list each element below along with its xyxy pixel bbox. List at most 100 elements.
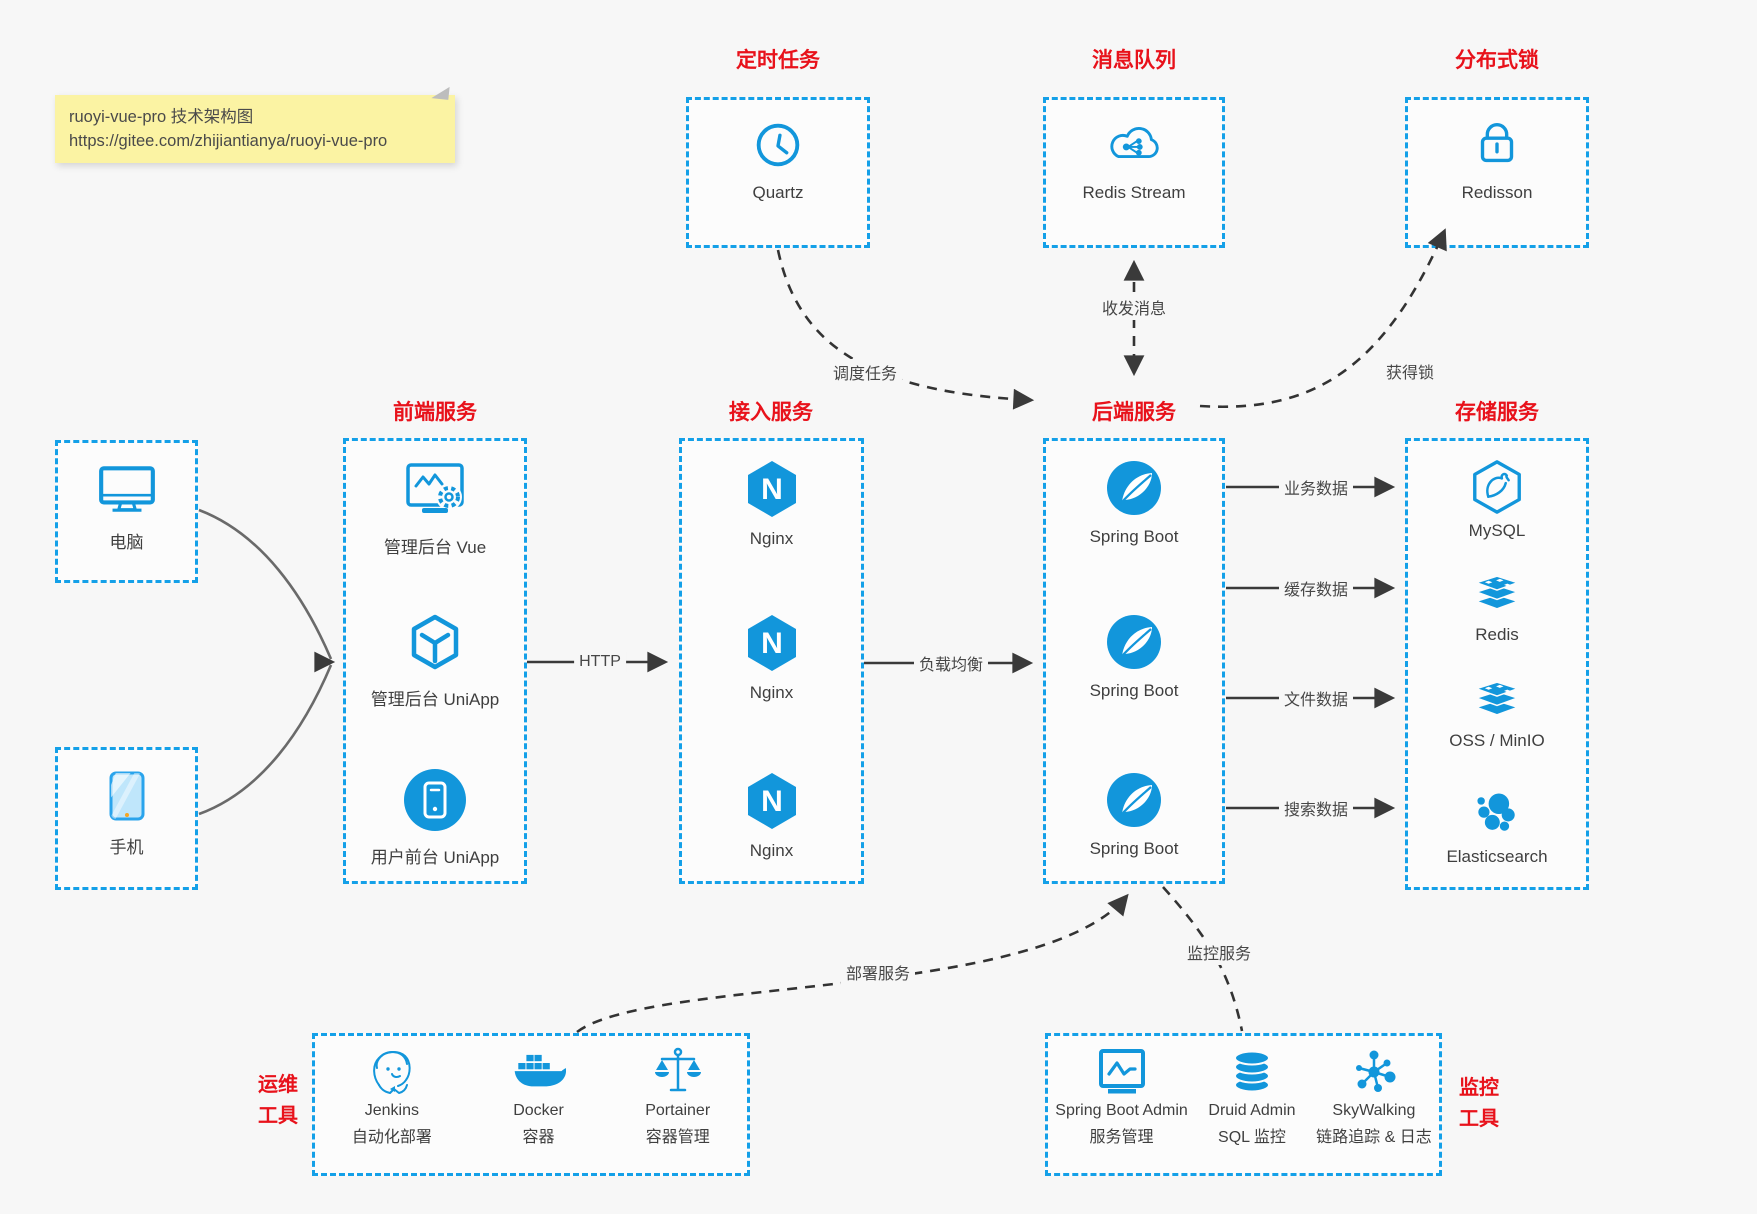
lock-icon xyxy=(1480,123,1514,163)
mysql-icon xyxy=(1473,460,1521,514)
group-title-message-queue: 消息队列 xyxy=(1092,49,1176,72)
elasticsearch-icon xyxy=(1477,793,1515,831)
storage-es-label: Elasticsearch xyxy=(1446,847,1548,866)
ops-item-portainer: Portainer 容器管理 xyxy=(645,1033,710,1147)
nginx-letter: N xyxy=(761,785,783,818)
storage-item-redis: Redis xyxy=(1405,564,1589,645)
nginx-letter: N xyxy=(761,473,783,506)
redisson-box xyxy=(1405,97,1589,248)
skywalking-label: SkyWalking xyxy=(1332,1102,1416,1119)
storage-item-oss: OSS / MinIO xyxy=(1405,670,1589,751)
spring-leaf-icon xyxy=(1107,773,1161,827)
nginx-letter: N xyxy=(761,627,783,660)
portainer-sublabel: 容器管理 xyxy=(645,1129,710,1146)
solid-arrows xyxy=(527,476,1396,819)
column-title-backend: 后端服务 xyxy=(1092,401,1176,424)
skywalking-icon xyxy=(1355,1050,1396,1092)
storage-item-es: Elasticsearch xyxy=(1405,786,1589,867)
sticky-note: ruoyi-vue-pro 技术架构图 https://gitee.com/zh… xyxy=(55,95,455,163)
note-title: ruoyi-vue-pro 技术架构图 xyxy=(69,108,254,126)
quartz-label: Quartz xyxy=(752,183,804,202)
backend-item-3: Spring Boot xyxy=(1043,770,1225,859)
business-data-label: 业务数据 xyxy=(1278,474,1354,500)
spring-leaf-icon xyxy=(1107,615,1161,669)
message-edge-label: 收发消息 xyxy=(1096,294,1172,320)
storage-item-mysql: MySQL xyxy=(1405,458,1589,541)
backend-item-1: Spring Boot xyxy=(1043,458,1225,547)
nginx-icon: N xyxy=(747,461,796,517)
frontend-user-uniapp-label: 用户前台 UniApp xyxy=(370,848,500,867)
cache-data-label: 缓存数据 xyxy=(1278,575,1354,601)
frontend-admin-uniapp-label: 管理后台 UniApp xyxy=(370,690,500,709)
jenkins-sublabel: 自动化部署 xyxy=(351,1129,432,1146)
database-icon xyxy=(1233,1050,1270,1093)
clock-icon xyxy=(756,123,800,167)
group-title-distributed-lock: 分布式锁 xyxy=(1455,49,1539,72)
gateway-item-3: N Nginx xyxy=(679,770,864,861)
docker-icon xyxy=(514,1054,566,1087)
http-edge-label: HTTP xyxy=(574,652,626,672)
docker-label: Docker xyxy=(513,1102,564,1119)
frontend-item-user-uniapp: 用户前台 UniApp xyxy=(343,768,527,868)
frontend-item-vue: 管理后台 Vue xyxy=(343,456,527,558)
skywalking-sublabel: 链路追踪 & 日志 xyxy=(1316,1129,1432,1146)
file-data-label: 文件数据 xyxy=(1278,685,1354,711)
column-title-gateway: 接入服务 xyxy=(729,401,813,424)
storage-mysql-label: MySQL xyxy=(1468,521,1526,540)
docker-sublabel: 容器 xyxy=(522,1129,555,1146)
nginx-icon: N xyxy=(747,773,796,829)
redis-stream-label: Redis Stream xyxy=(1082,183,1186,202)
ops-side-label: 运维 工具 xyxy=(258,1074,298,1127)
backend-label-2: Spring Boot xyxy=(1089,681,1179,700)
pc-client-item: 电脑 xyxy=(55,459,198,553)
gateway-label-2: Nginx xyxy=(749,683,794,702)
redisson-item: Redisson xyxy=(1405,116,1589,203)
note-url: https://gitee.com/zhijiantianya/ruoyi-vu… xyxy=(69,132,388,150)
portainer-icon xyxy=(654,1047,701,1092)
deploy-edge-label: 部署服务 xyxy=(840,959,916,985)
druid-label: Druid Admin xyxy=(1208,1102,1296,1119)
jenkins-icon xyxy=(372,1051,411,1094)
monitor-side-label: 监控 工具 xyxy=(1459,1077,1499,1130)
gateway-label-1: Nginx xyxy=(749,529,794,548)
monitoring-edge-label: 监控服务 xyxy=(1181,939,1257,965)
jenkins-label: Jenkins xyxy=(364,1102,419,1119)
quartz-box xyxy=(686,97,870,248)
sba-sublabel: 服务管理 xyxy=(1089,1129,1154,1146)
ops-tools-items: Jenkins 自动化部署 Docker 容器 xyxy=(312,1033,750,1176)
schedule-edge-label: 调度任务 xyxy=(827,359,903,385)
storage-stack-icon xyxy=(1474,681,1520,716)
column-title-storage: 存储服务 xyxy=(1455,401,1539,424)
frontend-vue-label: 管理后台 Vue xyxy=(383,538,487,557)
user-app-icon xyxy=(404,769,466,831)
gateway-label-3: Nginx xyxy=(749,841,794,860)
client-curves xyxy=(198,508,336,816)
monitor-tools-items: Spring Boot Admin 服务管理 Druid Admin SQL 监… xyxy=(1045,1033,1442,1176)
pc-client-label: 电脑 xyxy=(109,533,144,552)
redisson-label: Redisson xyxy=(1461,183,1533,202)
load-balance-edge-label: 负载均衡 xyxy=(913,650,989,676)
search-data-label: 搜索数据 xyxy=(1278,795,1354,821)
schedule-curve xyxy=(776,249,1035,410)
backend-label-3: Spring Boot xyxy=(1089,839,1179,858)
monitor-item-skywalking: SkyWalking 链路追踪 & 日志 xyxy=(1316,1033,1432,1147)
admin-vue-icon xyxy=(406,463,464,513)
desktop-icon xyxy=(98,466,155,512)
sba-label: Spring Boot Admin xyxy=(1055,1102,1188,1119)
monitor-item-sba: Spring Boot Admin 服务管理 xyxy=(1055,1033,1188,1147)
column-title-frontend: 前端服务 xyxy=(393,401,477,424)
redis-stream-item: Redis Stream xyxy=(1043,116,1225,203)
spring-leaf-icon xyxy=(1107,461,1161,515)
storage-redis-label: Redis xyxy=(1475,625,1519,644)
storage-oss-label: OSS / MinIO xyxy=(1449,731,1545,750)
nginx-icon: N xyxy=(747,615,796,671)
mobile-client-label: 手机 xyxy=(109,838,144,857)
redis-stack-icon xyxy=(1474,575,1520,610)
backend-item-2: Spring Boot xyxy=(1043,612,1225,701)
frontend-item-admin-uniapp: 管理后台 UniApp xyxy=(343,610,527,710)
uniapp-cube-icon xyxy=(411,614,459,670)
gateway-item-1: N Nginx xyxy=(679,458,864,549)
admin-monitor-icon xyxy=(1098,1049,1145,1094)
redis-stream-box xyxy=(1043,97,1225,248)
